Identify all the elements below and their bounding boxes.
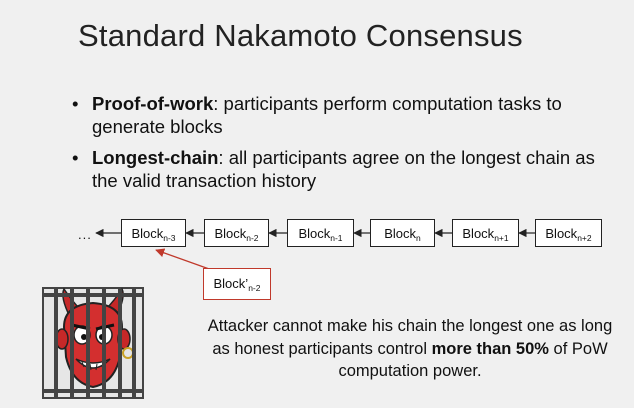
caption-emphasis: more than 50%	[431, 339, 549, 358]
bullet-term: Longest-chain	[92, 147, 219, 168]
block-subscript: n-2	[246, 233, 259, 243]
bullet-longest-chain: • Longest-chain: all participants agree …	[70, 146, 610, 192]
bullet-dot: •	[72, 93, 79, 114]
block-subscript: n-3	[163, 233, 176, 243]
block-subscript: n	[416, 233, 421, 243]
block-label: Block	[131, 226, 164, 241]
fork-block: Block’n-2	[203, 268, 271, 300]
block-subscript: n-2	[248, 283, 261, 293]
block-subscript: n+1	[494, 233, 509, 243]
block-prime: ’	[245, 276, 249, 291]
caption-text: Attacker cannot make his chain the longe…	[207, 317, 613, 358]
block-n-2: Blockn-2	[204, 219, 269, 247]
jailed-devil-icon	[42, 287, 144, 399]
bullet-proof-of-work: • Proof-of-work: participants perform co…	[70, 92, 610, 138]
block-n: Blockn	[370, 219, 435, 247]
caption-text-end: of PoW computation power.	[338, 339, 608, 381]
block-label: Block	[462, 226, 495, 241]
block-label: Block	[545, 226, 578, 241]
block-subscript: n+2	[577, 233, 592, 243]
bullet-text: : all participants agree on the longest …	[92, 147, 595, 191]
slide-title: Standard Nakamoto Consensus	[78, 18, 523, 53]
bullet-term: Proof-of-work	[92, 93, 214, 114]
block-n-3: Blockn-3	[121, 219, 186, 247]
block-label: Block	[214, 226, 247, 241]
block-label: Block	[213, 276, 246, 291]
block-subscript: n-1	[330, 233, 343, 243]
bullet-dot: •	[72, 147, 79, 168]
block-n+1: Blockn+1	[452, 219, 519, 247]
block-label: Block	[298, 226, 331, 241]
block-label: Block	[384, 226, 417, 241]
attacker-caption: Attacker cannot make his chain the longe…	[200, 315, 620, 383]
fork-arrow	[155, 248, 213, 271]
chain-ellipsis: ...	[78, 227, 92, 242]
block-n+2: Blockn+2	[535, 219, 602, 247]
bullet-text: : participants perform computation tasks…	[92, 93, 562, 137]
block-n-1: Blockn-1	[287, 219, 354, 247]
bullet-list: • Proof-of-work: participants perform co…	[70, 92, 610, 200]
